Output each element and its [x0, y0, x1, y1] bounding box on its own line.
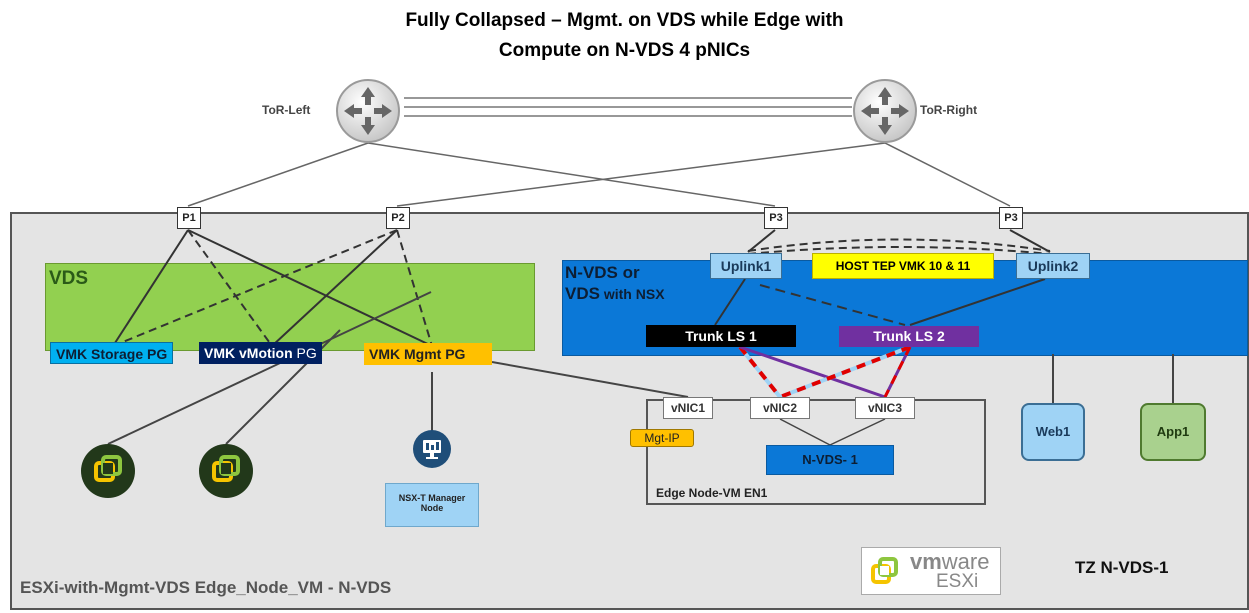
- uplink2-box: Uplink2: [1016, 253, 1090, 279]
- diagram-title-line1: Fully Collapsed – Mgmt. on VDS while Edg…: [405, 10, 844, 31]
- trunk2-vnic2-link: [779, 345, 911, 399]
- host1-link: [107, 291, 432, 445]
- vnic-nvds1-link: [779, 418, 831, 446]
- vmware-logo-icon: [871, 557, 898, 584]
- nsx-manager-node: NSX-T Manager Node: [385, 483, 479, 527]
- vnic-nvds1-link: [829, 418, 886, 446]
- app1-vm: App1: [1140, 403, 1206, 461]
- nvds-uplink-link: [747, 229, 776, 253]
- vds-label: VDS: [49, 268, 89, 289]
- mgt-ip-tag: Mgt-IP: [630, 429, 694, 447]
- trunk-standby-link: [759, 284, 906, 326]
- pnic-port-p2: P2: [386, 207, 410, 229]
- vds-active-link: [271, 229, 398, 347]
- router-arrows-icon: [344, 87, 392, 135]
- vmk-mgmt-pg: VMK Mgmt PG: [364, 343, 492, 365]
- vnic2: vNIC2: [750, 397, 810, 419]
- trunk1-vnic3-link: [739, 345, 886, 399]
- nvds-standby-link: [747, 238, 1051, 252]
- trunk2-vnic3-link: [883, 346, 912, 398]
- tor-right-label: ToR-Right: [920, 103, 978, 117]
- vds-standby-link: [187, 229, 273, 347]
- trunk-link: [909, 278, 1046, 326]
- vds-standby-link: [396, 229, 433, 347]
- pnic-port-p1: P1: [177, 207, 201, 229]
- vsphere-logo-icon: [94, 455, 122, 482]
- mgmt-vnic1-link: [491, 361, 689, 398]
- nvds-label-line1: N-VDS or: [565, 263, 640, 282]
- edge-node-label: Edge Node-VM EN1: [656, 486, 768, 500]
- vmware-esxi-logo: vmware ESXi: [861, 547, 1001, 595]
- uplink-cable: [396, 142, 886, 207]
- trunk-ls-2: Trunk LS 2: [839, 326, 979, 347]
- trunk-link: [714, 278, 746, 326]
- vnic3: vNIC3: [855, 397, 915, 419]
- nvds-uplink-link: [1009, 229, 1051, 253]
- vnic1: vNIC1: [663, 397, 713, 419]
- trunk-ls-1: Trunk LS 1: [646, 325, 796, 347]
- nsx-manager-icon: [413, 430, 451, 468]
- tor-right-router: [853, 79, 917, 143]
- host-label: ESXi-with-Mgmt-VDS Edge_Node_VM - N-VDS: [20, 578, 392, 597]
- uplink-cable: [367, 142, 776, 207]
- router-arrows-icon: [861, 87, 909, 135]
- nvds-standby-link: [747, 246, 1051, 255]
- vmk-storage-pg: VMK Storage PG: [50, 342, 174, 364]
- vsphere-host-icon: [81, 444, 135, 498]
- tor-left-label: ToR-Left: [262, 103, 311, 117]
- vds-active-link: [187, 229, 433, 347]
- edge-node-vm-box: [646, 399, 986, 505]
- uplink1-box: Uplink1: [710, 253, 782, 279]
- tor-left-router: [336, 79, 400, 143]
- vds-active-link: [112, 229, 189, 347]
- uplink-cable: [187, 142, 369, 207]
- uplink-cable: [884, 142, 1011, 207]
- tz-label: TZ N-VDS-1: [1075, 558, 1169, 577]
- diagram-title-line2: Compute on N-VDS 4 pNICs: [498, 40, 751, 61]
- vmk-vmotion-pg: VMK vMotion PG: [199, 342, 322, 364]
- host-tep-label: HOST TEP VMK 10 & 11: [812, 253, 994, 279]
- vsphere-host-icon: [199, 444, 253, 498]
- vsphere-logo-icon: [212, 455, 240, 482]
- pnic-port-p3-right: P3: [999, 207, 1023, 229]
- pnic-port-p3-left: P3: [764, 207, 788, 229]
- nvds-label-line2: VDS with NSX: [565, 284, 665, 303]
- trunk1-vnic2-link: [738, 345, 782, 399]
- web1-vm: Web1: [1021, 403, 1085, 461]
- monitor-icon: [423, 440, 441, 459]
- inner-nvds-1: N-VDS- 1: [766, 445, 894, 475]
